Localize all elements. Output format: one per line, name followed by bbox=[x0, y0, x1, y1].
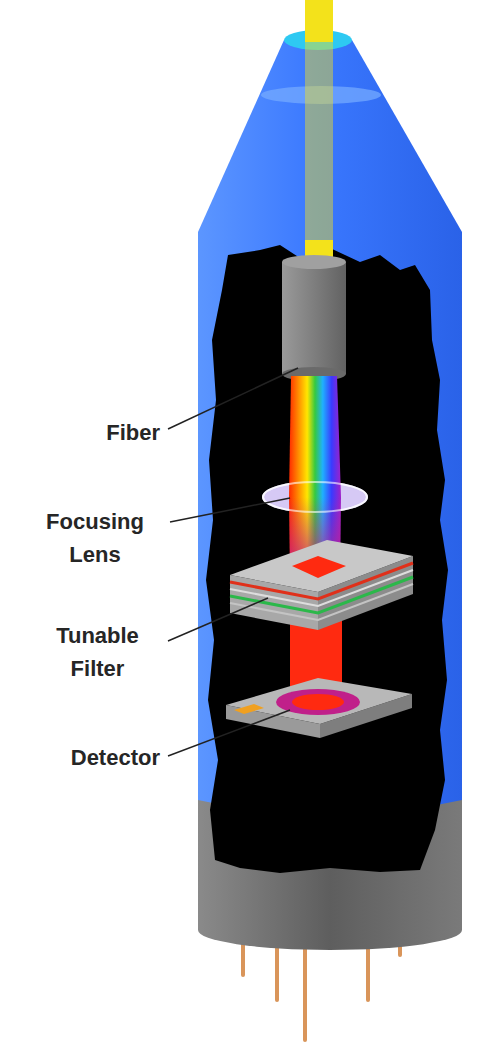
can-bottom bbox=[198, 910, 462, 950]
fiber-ferrule bbox=[282, 262, 346, 374]
part-label: Focusing Lens bbox=[25, 505, 165, 571]
leader-group bbox=[168, 368, 298, 756]
part-label: Fiber bbox=[60, 416, 160, 449]
cutaway-region bbox=[206, 245, 448, 873]
detector-spot bbox=[292, 694, 344, 710]
filter-top bbox=[230, 540, 413, 592]
optical-fiber bbox=[305, 0, 333, 42]
light-beam bbox=[289, 376, 341, 497]
bond-pad bbox=[234, 704, 264, 714]
leader-line bbox=[168, 710, 290, 756]
leader-line bbox=[170, 498, 290, 522]
tunable-filter-slab bbox=[230, 540, 413, 630]
optical-fiber bbox=[305, 40, 333, 260]
detector-chip bbox=[226, 678, 412, 738]
leader-line bbox=[168, 368, 298, 429]
part-label: Tunable Filter bbox=[35, 619, 160, 685]
lead-pin bbox=[303, 940, 307, 1040]
ferrule-top bbox=[282, 255, 346, 269]
part-label: Detector bbox=[40, 741, 160, 774]
leader-line bbox=[168, 598, 268, 641]
lens-rim bbox=[263, 482, 367, 512]
beam-spot bbox=[292, 556, 346, 578]
detector-top bbox=[226, 678, 412, 724]
